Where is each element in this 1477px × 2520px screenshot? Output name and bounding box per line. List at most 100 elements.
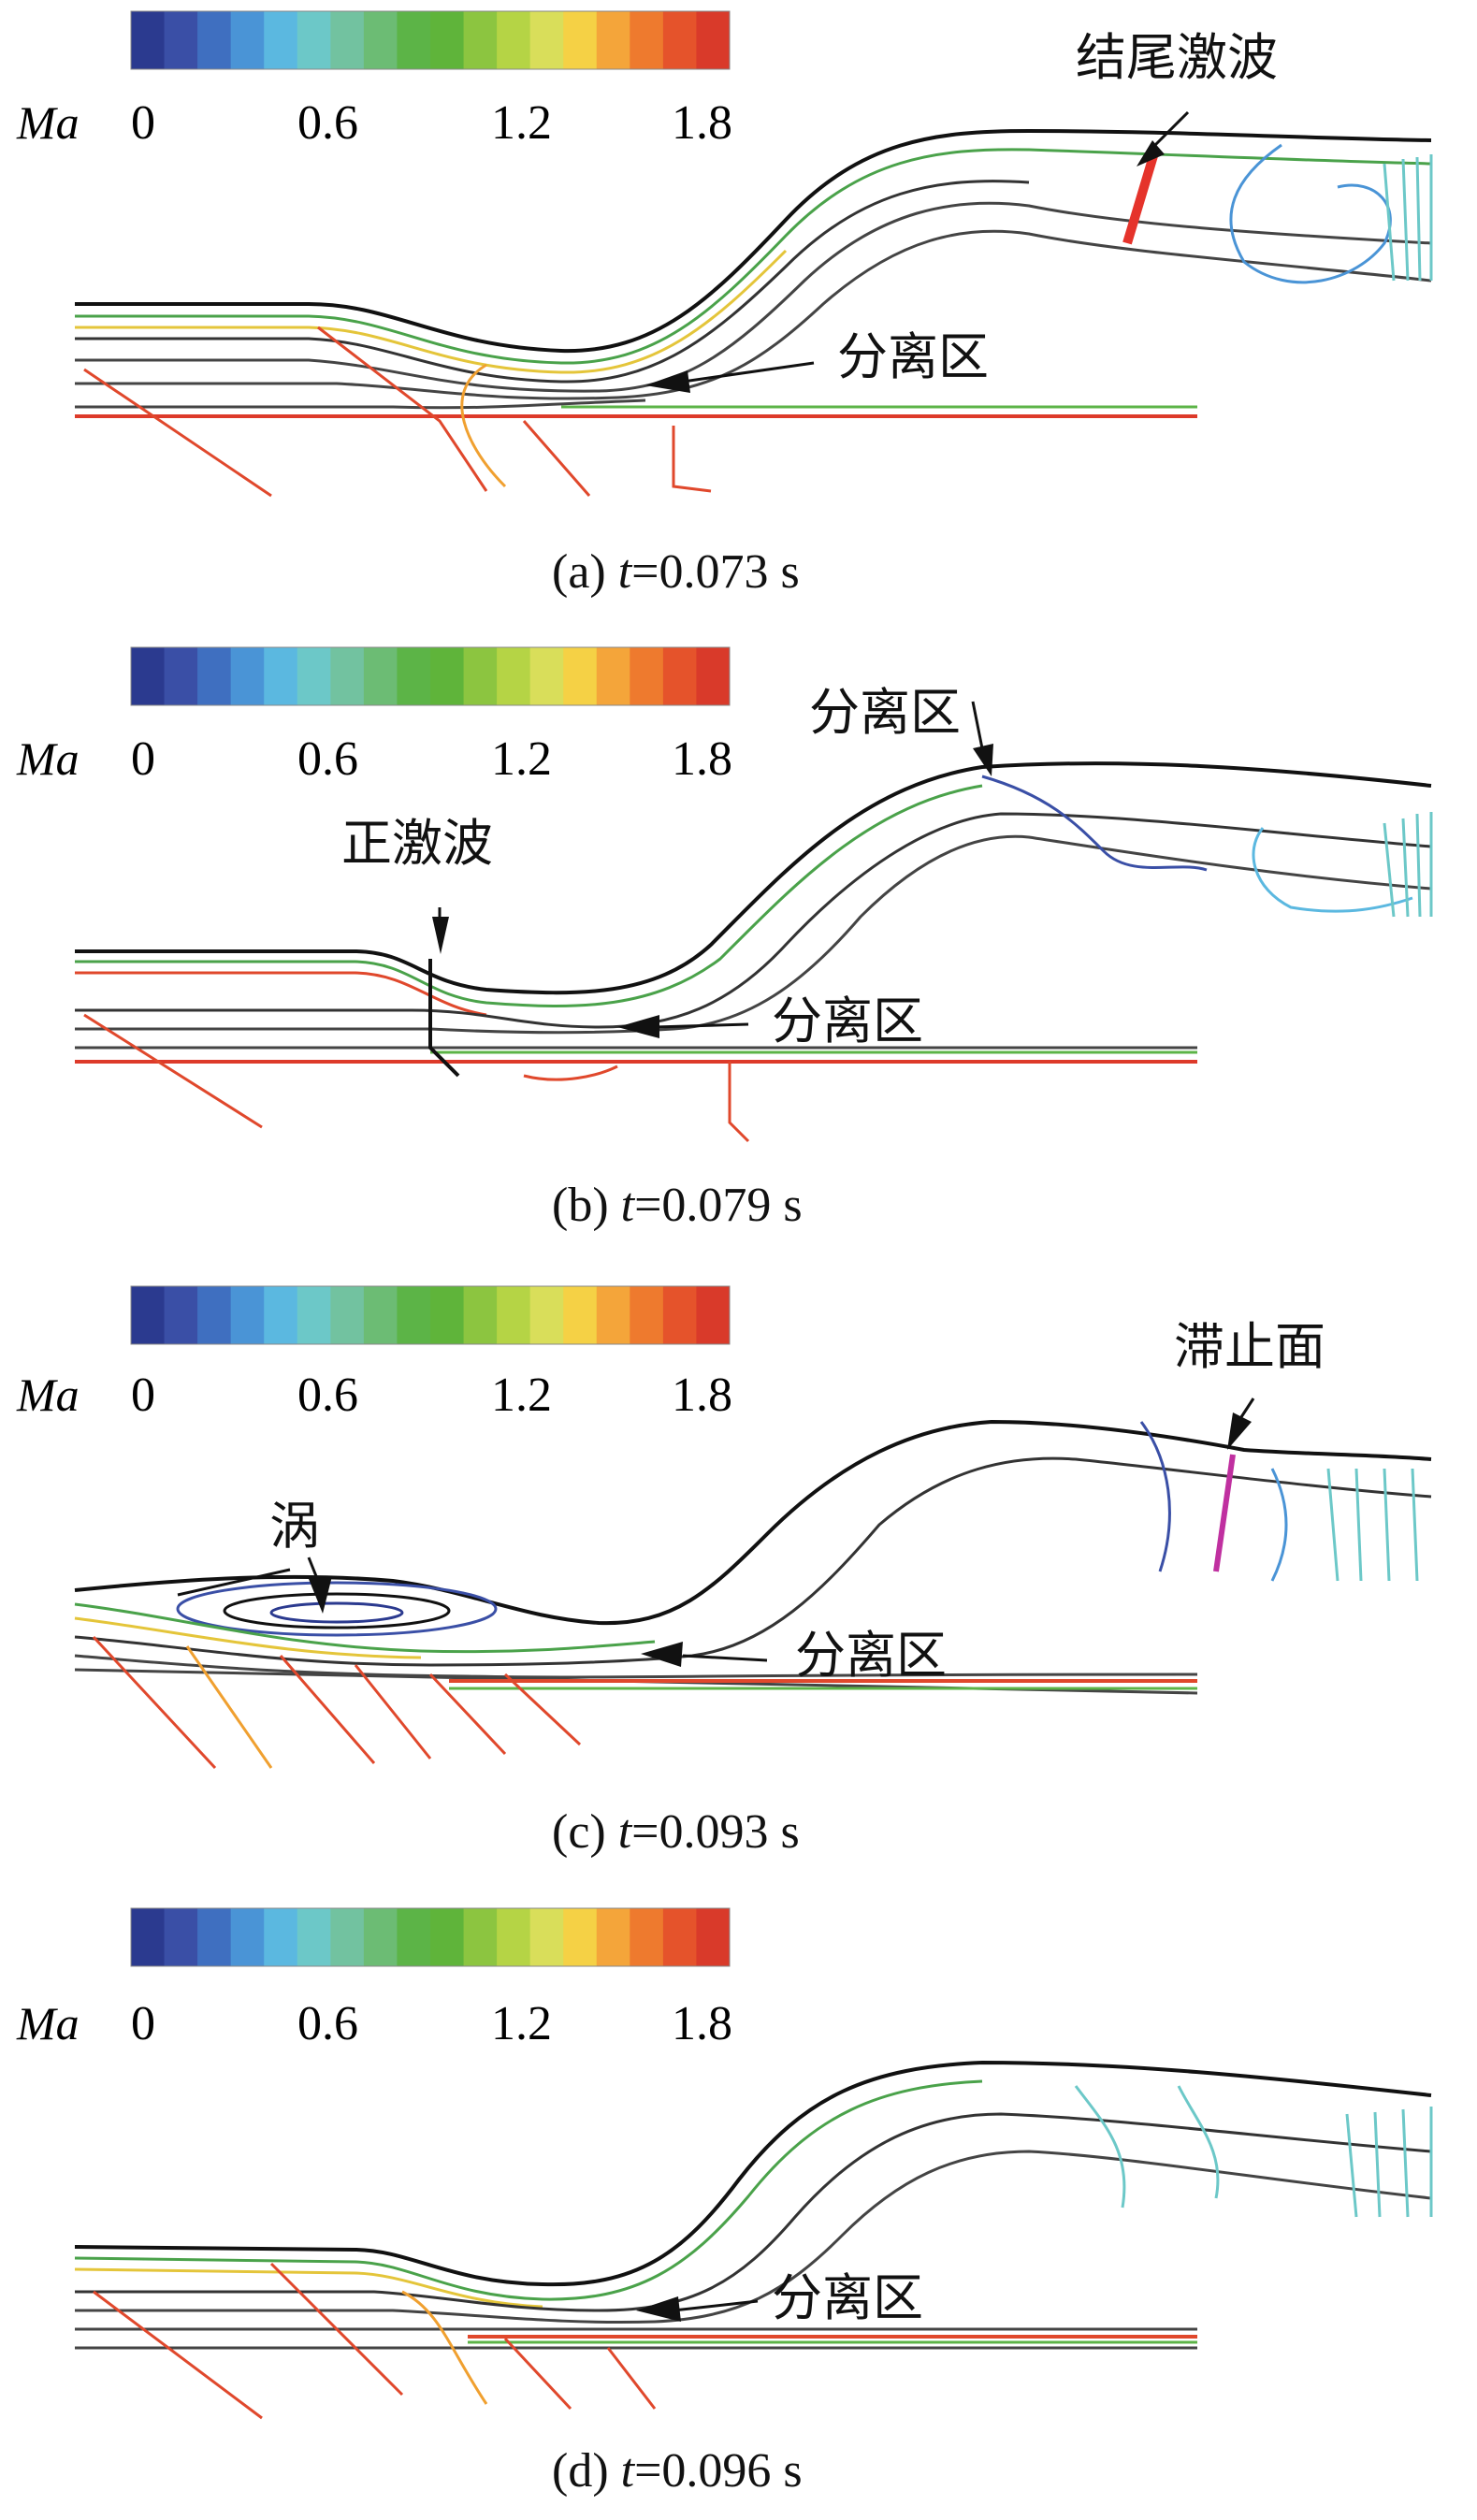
colorbar-swatch (662, 647, 697, 705)
colorbar-swatch (430, 1286, 465, 1344)
annotation-arrow (1149, 110, 1190, 152)
arrowhead (645, 370, 690, 393)
annotation-arrow (682, 361, 815, 384)
colorbar-swatch (264, 1908, 298, 1966)
colorbar-swatch (529, 1286, 564, 1344)
colorbar-swatch (563, 11, 598, 69)
colorbar-tick-0: 0 (131, 1369, 155, 1422)
caption-b: (b) t=0.079 s (552, 1179, 803, 1232)
colorbar-swatch (131, 1286, 166, 1344)
colorbar-tick-3: 1.8 (672, 732, 732, 786)
colorbar-swatch (363, 1908, 398, 1966)
terminal-shock-line (1122, 148, 1160, 245)
colorbar-swatch (463, 647, 498, 705)
colorbar-swatch (363, 11, 398, 69)
colorbar (130, 646, 731, 706)
colorbar-swatch (696, 647, 731, 705)
colorbar-swatch (164, 647, 198, 705)
caption-rest: =0.096 s (634, 2444, 803, 2498)
streamlines (74, 2060, 1433, 2420)
colorbar-swatch (630, 647, 664, 705)
colorbar-tick-3: 1.8 (672, 1997, 732, 2050)
colorbar-swatch (297, 1908, 331, 1966)
colorbar-swatch (529, 1908, 564, 1966)
colorbar-swatch (430, 1908, 465, 1966)
colorbar-swatch (297, 11, 331, 69)
panel-a: Ma 0 0.6 1.2 1.8 结尾激波 分 (0, 0, 1477, 636)
colorbar-swatch (397, 11, 431, 69)
colorbar-swatch (662, 1908, 697, 1966)
annotation-arrow (682, 1654, 768, 1662)
arrowhead (432, 917, 449, 954)
caption-t: t (618, 1805, 633, 1859)
colorbar-tick-2: 1.2 (491, 96, 552, 150)
colorbar-swatch (363, 647, 398, 705)
colorbar-tick-1: 0.6 (297, 1369, 358, 1422)
colorbar-swatch (197, 11, 232, 69)
colorbar-border (130, 1907, 731, 1967)
colorbar-swatch (563, 1286, 598, 1344)
annotation-separation: 分离区 (772, 992, 923, 1050)
colorbar-tick-0: 0 (131, 1997, 155, 2050)
arrowhead (973, 744, 993, 776)
flow-field-d: Ma 0 0.6 1.2 1.8 分离区 (d) t=0. (16, 1907, 1433, 2498)
colorbar-swatch (529, 11, 564, 69)
colorbar (130, 1285, 731, 1345)
colorbar-tick-3: 1.8 (672, 1369, 732, 1422)
arrowhead (641, 1642, 683, 1667)
annotation-separation: 分离区 (837, 327, 989, 386)
caption-rest: =0.073 s (631, 545, 800, 599)
streamlines (75, 761, 1433, 1143)
colorbar-variable-label: Ma (16, 732, 80, 785)
arrowhead (309, 1576, 332, 1614)
colorbar-swatch (264, 647, 298, 705)
colorbar-swatch (529, 647, 564, 705)
annotation-stagnation: 滞止面 (1174, 1317, 1325, 1376)
caption-prefix: (a) (552, 545, 618, 599)
colorbar-swatch (497, 647, 531, 705)
colorbar-swatch (463, 1286, 498, 1344)
streamlines (74, 1419, 1432, 1770)
colorbar-swatch (463, 1908, 498, 1966)
colorbar-swatch (430, 647, 465, 705)
colorbar-swatch (662, 1286, 697, 1344)
arrowhead (1137, 140, 1165, 167)
annotation-terminal-shock: 结尾激波 (1076, 28, 1278, 87)
colorbar-swatch (164, 1908, 198, 1966)
annotation-separation-top: 分离区 (809, 683, 961, 742)
colorbar-swatch (330, 11, 365, 69)
annotation-separation: 分离区 (772, 2268, 923, 2327)
colorbar (130, 10, 731, 70)
colorbar-swatch (131, 11, 166, 69)
arrowhead (636, 2296, 681, 2322)
colorbar-tick-2: 1.2 (491, 1369, 552, 1422)
arrowhead (617, 1015, 659, 1038)
annotation-vortex: 涡 (269, 1497, 320, 1556)
colorbar-swatch (363, 1286, 398, 1344)
caption-c: (c) t=0.093 s (552, 1805, 800, 1859)
colorbar-swatch (696, 11, 731, 69)
colorbar-border (130, 646, 731, 706)
colorbar-swatch (630, 11, 664, 69)
caption-d: (d) t=0.096 s (552, 2444, 803, 2498)
colorbar-swatch (230, 1908, 265, 1966)
colorbar-swatch (264, 1286, 298, 1344)
colorbar-tick-1: 0.6 (297, 1997, 358, 2050)
colorbar-tick-3: 1.8 (672, 96, 732, 150)
colorbar-border (130, 1285, 731, 1345)
colorbar-swatch (131, 647, 166, 705)
stagnation-surface-line (1213, 1454, 1236, 1572)
colorbar-variable-label: Ma (16, 1997, 80, 2049)
colorbar-swatch (596, 1286, 630, 1344)
caption-t: t (621, 1179, 636, 1232)
colorbar-swatch (164, 1286, 198, 1344)
arrowhead (1227, 1412, 1252, 1450)
colorbar-swatch (230, 11, 265, 69)
colorbar-swatch (596, 647, 630, 705)
panel-b: Ma 0 0.6 1.2 1.8 分离区 正激波 分 (0, 636, 1477, 1272)
colorbar-tick-0: 0 (131, 732, 155, 786)
colorbar-swatch (430, 11, 465, 69)
caption-rest: =0.079 s (634, 1179, 803, 1232)
annotation-arrow (654, 1022, 749, 1029)
annotation-normal-shock: 正激波 (341, 814, 493, 873)
